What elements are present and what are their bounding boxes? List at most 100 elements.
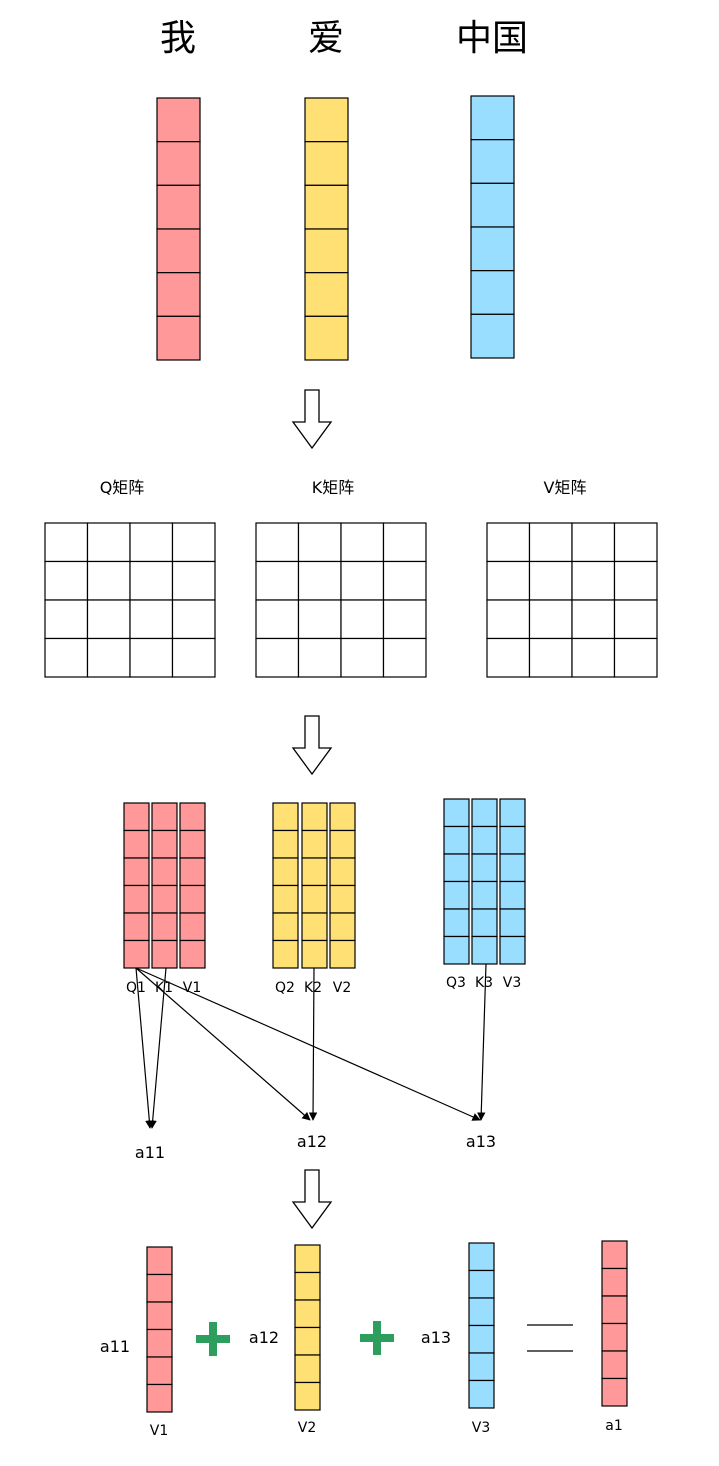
matrix-cell — [486, 522, 531, 563]
vector-cell — [471, 935, 498, 965]
matrix-cell — [44, 637, 89, 678]
vector-cell — [301, 912, 328, 942]
matrix-cell — [129, 637, 174, 678]
vector-cell — [294, 1244, 321, 1274]
vector-cell — [272, 802, 299, 832]
arrow-q1-a13 — [135, 967, 481, 1121]
k-matrix-label: K矩阵 — [312, 478, 355, 497]
down-arrow-icon — [291, 389, 333, 450]
vector-cell — [471, 908, 498, 938]
sum-vector-v3: V3 — [472, 1420, 490, 1436]
vector-cell — [468, 1379, 495, 1409]
equals-icon — [527, 1324, 573, 1352]
matrix-cell — [382, 522, 427, 563]
vector-cell — [499, 880, 526, 910]
vector-cell — [471, 798, 498, 828]
vector-cell — [468, 1352, 495, 1382]
score-arrows — [135, 963, 487, 1129]
vector-cell — [470, 182, 515, 228]
vector-cell — [471, 825, 498, 855]
matrix-cell — [340, 637, 385, 678]
vector-cell — [146, 1328, 173, 1358]
vector-cell — [151, 829, 178, 859]
vector-v3 — [499, 798, 526, 965]
matrix-cell — [171, 637, 216, 678]
matrix-3 — [486, 522, 658, 678]
vector-q2 — [272, 802, 299, 969]
matrix-cell — [44, 560, 89, 601]
arrow-k2-a12 — [308, 967, 318, 1121]
k3-label: K3 — [475, 975, 493, 991]
token-word-3: 中国 — [456, 18, 528, 59]
weight-matrices — [44, 522, 658, 678]
matrix-cell — [486, 637, 531, 678]
vector-k3 — [471, 798, 498, 965]
vector-q1 — [123, 802, 150, 969]
matrix-cell — [255, 599, 300, 640]
vector-cell — [294, 1271, 321, 1301]
vector-cell — [179, 939, 206, 969]
vector-cell — [272, 829, 299, 859]
vector-cell — [146, 1301, 173, 1331]
vector-cell — [179, 829, 206, 859]
down-arrow-icon — [291, 715, 333, 776]
vector-cell — [304, 141, 349, 186]
vector-cell — [470, 313, 515, 359]
vector-cell — [304, 315, 349, 361]
vector-cell — [146, 1246, 173, 1276]
vector-cell — [601, 1377, 628, 1407]
token-word-2: 爱 — [308, 18, 344, 59]
matrix-cell — [571, 637, 616, 678]
vector-cell — [301, 939, 328, 969]
vector-cell — [123, 884, 150, 914]
plus-icon — [360, 1321, 394, 1355]
vector-cell — [151, 857, 178, 887]
vector-cell — [123, 939, 150, 969]
matrix-cell — [613, 599, 658, 640]
sum-weight-a13: a13 — [421, 1328, 451, 1347]
vector-cell — [499, 825, 526, 855]
vector-cell — [468, 1242, 495, 1272]
vector-v1 — [179, 802, 206, 969]
matrix-cell — [297, 522, 342, 563]
vector-cell — [123, 802, 150, 832]
vector-cell — [156, 228, 201, 274]
embedding-vector-3 — [470, 95, 515, 359]
vector-cell — [294, 1381, 321, 1411]
sum-weight-a11: a11 — [100, 1337, 130, 1356]
matrix-cell — [129, 522, 174, 563]
sum-weight-a12: a12 — [249, 1328, 279, 1347]
vector-cell — [151, 802, 178, 832]
matrix-cell — [171, 522, 216, 563]
vector-cell — [151, 939, 178, 969]
vector-cell — [601, 1267, 628, 1297]
matrix-cell — [613, 637, 658, 678]
q1-label: Q1 — [126, 980, 146, 996]
matrix-cell — [129, 599, 174, 640]
matrix-cell — [297, 637, 342, 678]
vector-cell — [601, 1240, 628, 1270]
matrix-cell — [255, 560, 300, 601]
vector-cell — [151, 884, 178, 914]
vector-cell — [329, 857, 356, 887]
matrix-cell — [528, 637, 573, 678]
vector-cell — [123, 912, 150, 942]
matrix-cell — [255, 637, 300, 678]
vector-cell — [471, 880, 498, 910]
vector-cell — [468, 1297, 495, 1327]
sum-vector-3 — [468, 1242, 495, 1409]
matrix-cell — [528, 599, 573, 640]
vector-cell — [499, 853, 526, 883]
score-a11: a11 — [135, 1143, 165, 1162]
vector-cell — [443, 880, 470, 910]
vector-cell — [301, 829, 328, 859]
vector-cell — [294, 1354, 321, 1384]
q-matrix-label: Q矩阵 — [100, 478, 145, 497]
down-arrow-icon — [291, 1169, 333, 1230]
vector-cell — [304, 272, 349, 317]
vector-cell — [301, 884, 328, 914]
v2-label: V2 — [333, 980, 351, 996]
vector-cell — [499, 798, 526, 828]
vector-cell — [443, 825, 470, 855]
